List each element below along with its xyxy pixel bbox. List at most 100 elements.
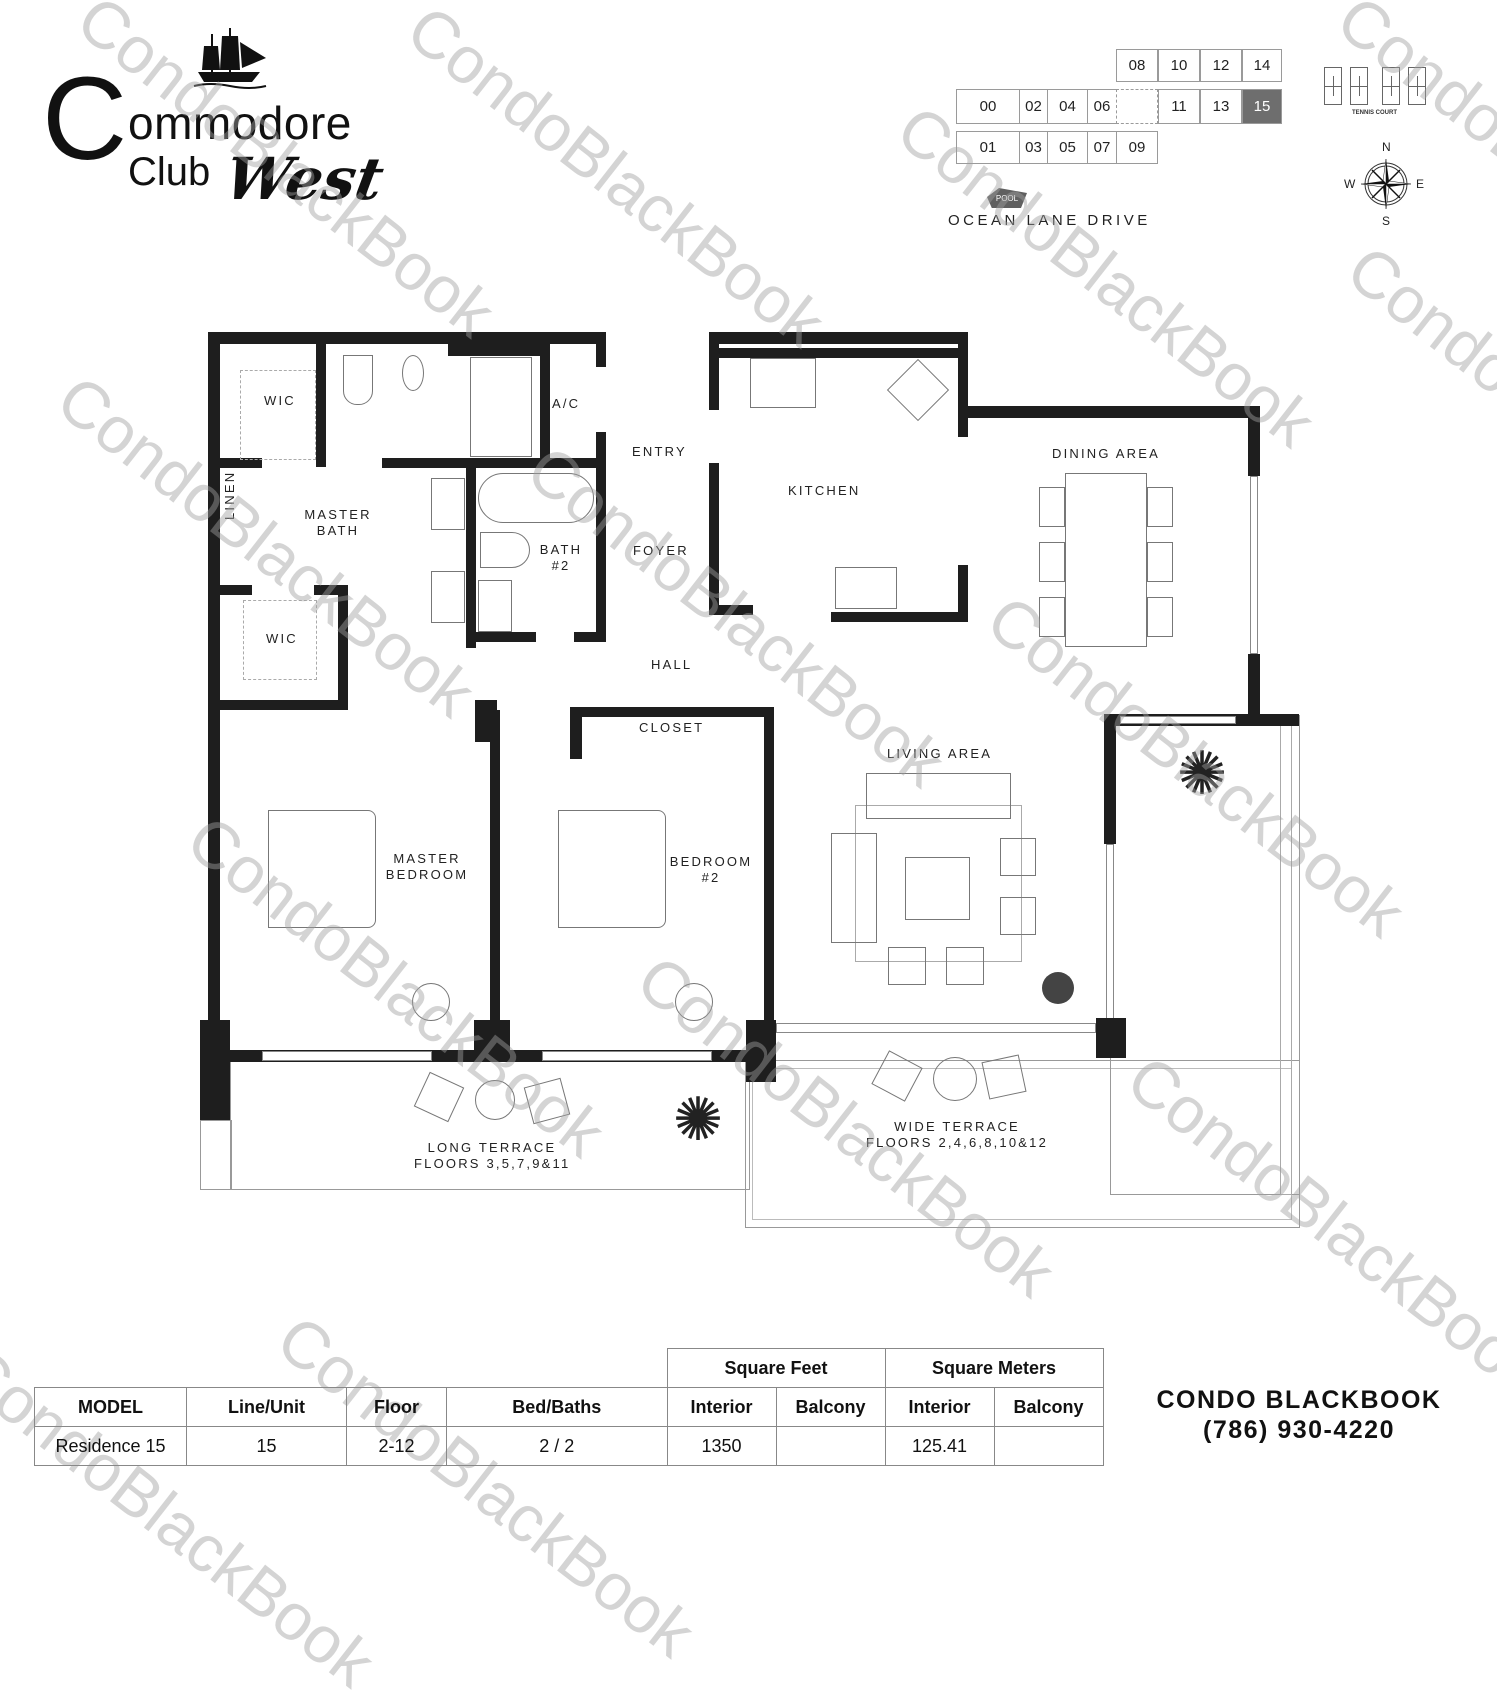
wall: [958, 332, 968, 437]
room-label-living: LIVING AREA: [887, 746, 993, 761]
room-label-master-bedroom: MASTER BEDROOM: [385, 851, 469, 882]
wall: [1248, 406, 1260, 476]
header-sqft-balcony: Balcony: [775, 1387, 886, 1427]
wall: [382, 458, 606, 468]
room-label-wide-terrace: WIDE TERRACE FLOORS 2,4,6,8,10&12: [866, 1119, 1049, 1150]
wall: [220, 700, 348, 710]
key-plan-unit[interactable]: 09: [1116, 131, 1158, 164]
header-bed-baths: Bed/Baths: [446, 1387, 668, 1427]
header-sqm-balcony: Balcony: [993, 1387, 1104, 1427]
room-label-hall: HALL: [651, 657, 693, 672]
logo-script: West: [220, 145, 389, 213]
key-plan-unit[interactable]: 10: [1158, 49, 1200, 82]
key-plan-unit[interactable]: 06: [1087, 89, 1117, 124]
key-plan-unit[interactable]: 13: [1200, 89, 1242, 124]
wall: [448, 344, 542, 356]
sailing-ship-icon: [193, 28, 267, 89]
wall: [831, 612, 968, 622]
dining-table-icon: [1065, 473, 1147, 647]
closet-shelf: [240, 370, 316, 460]
terrace-planter: [200, 1120, 232, 1190]
tennis-court-icon: [1350, 67, 1368, 105]
window: [1250, 476, 1258, 654]
key-plan-unit[interactable]: 14: [1242, 49, 1282, 82]
wall: [208, 332, 220, 1062]
wall: [338, 585, 348, 710]
key-plan-unit[interactable]: 03: [1019, 131, 1048, 164]
room-label-ac: A/C: [552, 396, 581, 411]
bidet-icon: [402, 355, 424, 391]
chair-icon: [1039, 597, 1065, 637]
armchair-icon: [1000, 838, 1036, 876]
refrigerator-icon: [750, 358, 816, 408]
window: [1106, 844, 1114, 1022]
cell-sqm-interior: 125.41: [884, 1426, 995, 1466]
key-plan-unit[interactable]: 01: [956, 131, 1020, 164]
key-plan-unit[interactable]: 11: [1158, 89, 1200, 124]
brand-phone[interactable]: (786) 930-4220: [1203, 1416, 1395, 1444]
wall: [208, 332, 606, 344]
toilet-icon: [343, 355, 373, 405]
sink-icon: [478, 580, 512, 632]
chair-icon: [1039, 487, 1065, 527]
wall: [316, 332, 326, 467]
wall: [1104, 714, 1116, 844]
wall: [220, 458, 262, 468]
wall: [570, 707, 582, 759]
window: [1120, 716, 1236, 724]
cell-floor: 2-12: [346, 1426, 447, 1466]
coffee-table-icon: [905, 857, 970, 920]
terrace-table-icon: [933, 1057, 977, 1101]
toilet-icon: [480, 532, 530, 568]
side-table-icon: [675, 983, 713, 1021]
sofa-icon: [831, 833, 877, 943]
armchair-icon: [1000, 897, 1036, 935]
wall: [574, 632, 606, 642]
key-plan-unit[interactable]: 07: [1087, 131, 1117, 164]
bathtub-icon: [478, 473, 594, 523]
wall-column: [200, 1020, 230, 1120]
wall: [570, 707, 774, 717]
room-label-wic: WIC: [264, 393, 296, 408]
wall: [314, 585, 348, 595]
cell-bed-baths: 2 / 2: [446, 1426, 668, 1466]
plant-icon: ✺: [1176, 740, 1228, 807]
key-plan-unit-selected[interactable]: 15: [1242, 89, 1282, 124]
key-plan-unit[interactable]: 00: [956, 89, 1020, 124]
closet-shelf: [243, 600, 317, 680]
key-plan-unit[interactable]: 08: [1116, 49, 1158, 82]
wall: [540, 332, 550, 462]
wall: [466, 458, 476, 648]
kitchen-sink-icon: [886, 358, 950, 422]
compass-south: S: [1382, 214, 1391, 228]
sofa-icon: [866, 773, 1011, 819]
header-floor: Floor: [346, 1387, 447, 1427]
wall: [709, 332, 719, 410]
room-label-closet: CLOSET: [639, 720, 705, 735]
wall: [709, 332, 968, 344]
watermark: CondoBlackBook: [1333, 230, 1497, 601]
key-plan-unit[interactable]: 02: [1019, 89, 1048, 124]
sink-icon: [431, 478, 465, 530]
wall: [220, 585, 252, 595]
logo-line1: ommodore: [128, 97, 352, 149]
cell-sqm-balcony: [993, 1426, 1104, 1466]
tennis-court-icon: [1408, 67, 1426, 105]
elevator-core: [1116, 89, 1158, 124]
header-line-unit: Line/Unit: [186, 1387, 347, 1427]
room-label-long-terrace: LONG TERRACE FLOORS 3,5,7,9&11: [414, 1140, 571, 1171]
window: [776, 1023, 1096, 1033]
cell-sqft-interior: 1350: [666, 1426, 777, 1466]
key-plan-unit[interactable]: 05: [1047, 131, 1088, 164]
tennis-court-label: TENNIS COURT: [1352, 110, 1397, 116]
bed-icon: [268, 810, 376, 928]
wall-column: [1096, 1018, 1126, 1058]
key-plan-unit[interactable]: 04: [1047, 89, 1088, 124]
bed-icon: [558, 810, 666, 928]
shower-icon: [470, 357, 532, 457]
key-plan-unit[interactable]: 12: [1200, 49, 1242, 82]
chair-icon: [1039, 542, 1065, 582]
tennis-court-icon: [1324, 67, 1342, 105]
wall: [958, 565, 968, 622]
header-sqft-interior: Interior: [666, 1387, 777, 1427]
